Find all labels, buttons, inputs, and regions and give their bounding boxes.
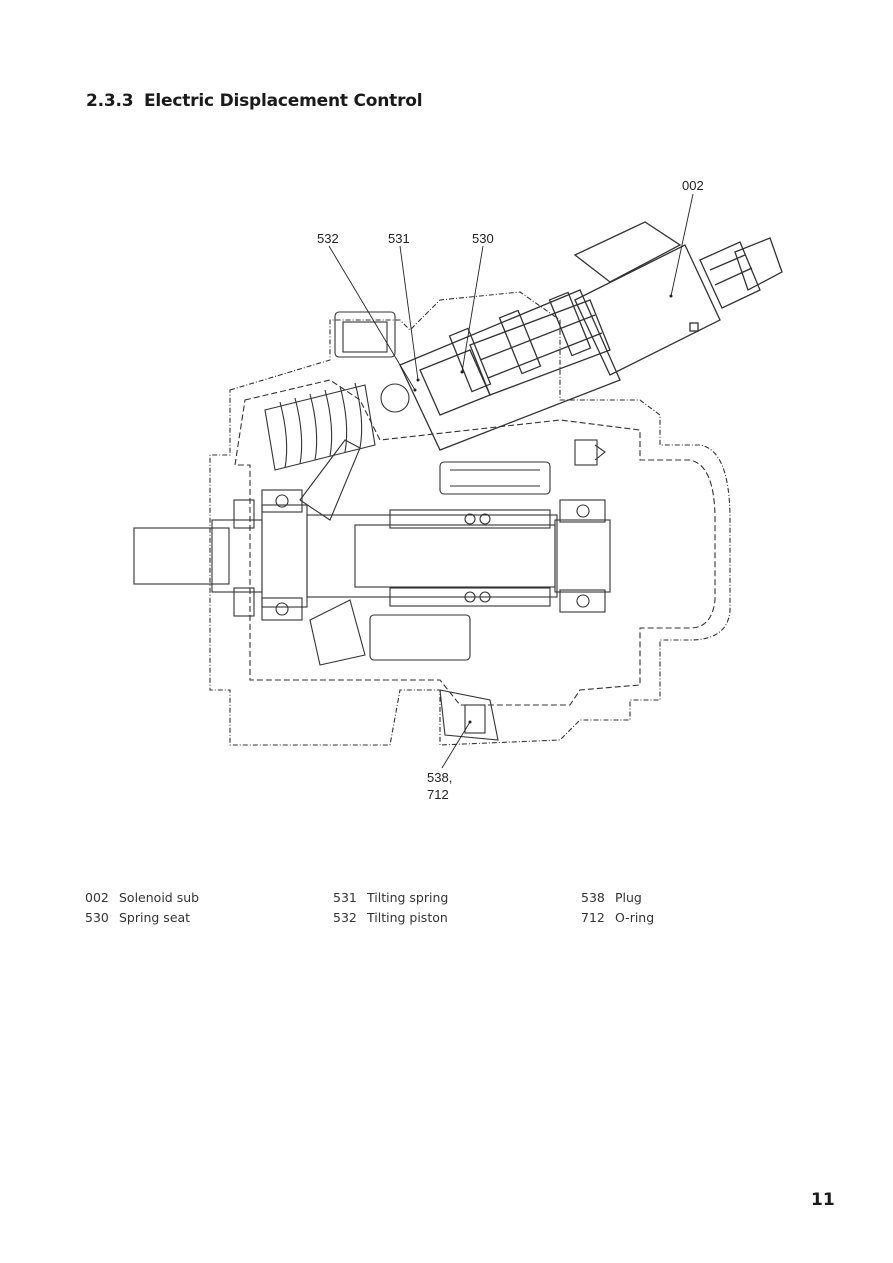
- section-title: Electric Displacement Control: [144, 91, 423, 111]
- solenoid-assembly: [573, 221, 783, 376]
- servo-spring: [264, 382, 376, 471]
- legend-label: Tilting piston: [367, 910, 448, 925]
- piston-lower: [369, 614, 471, 661]
- legend-code: 538: [581, 890, 605, 905]
- leader-lines: [328, 193, 694, 769]
- legend-label: Tilting spring: [367, 890, 449, 905]
- legend-code: 532: [333, 910, 357, 925]
- legend-item: 002 Solenoid sub: [85, 888, 199, 908]
- legend-item: 538 Plug: [581, 888, 654, 908]
- section-heading: 2.3.3 Electric Displacement Control: [86, 91, 423, 111]
- rear-bearing: [559, 499, 606, 613]
- pump-cross-section-diagram: [133, 193, 783, 769]
- housing-outline: [209, 291, 731, 746]
- section-number: 2.3.3: [86, 91, 134, 111]
- legend-column-1: 002 Solenoid sub 530 Spring seat: [85, 888, 199, 928]
- legend-code: 002: [85, 890, 109, 905]
- legend-label: Plug: [615, 890, 642, 905]
- callout-538: 538,: [427, 770, 453, 785]
- page-number: 11: [811, 1190, 835, 1210]
- legend-item: 712 O-ring: [581, 908, 654, 928]
- callout-531: 531: [388, 231, 410, 246]
- front-bearing: [233, 489, 303, 621]
- housing-inner: [234, 379, 716, 706]
- callout-712: 712: [427, 787, 449, 802]
- legend-label: O-ring: [615, 910, 655, 925]
- legend-column-2: 531 Tilting spring 532 Tilting piston: [333, 888, 448, 928]
- legend-column-3: 538 Plug 712 O-ring: [581, 888, 654, 928]
- legend-item: 530 Spring seat: [85, 908, 199, 928]
- legend-item: 531 Tilting spring: [333, 888, 448, 908]
- legend-code: 712: [581, 910, 605, 925]
- callout-530: 530: [472, 231, 494, 246]
- legend-code: 531: [333, 890, 357, 905]
- legend-code: 530: [85, 910, 109, 925]
- control-valve-body: [399, 289, 621, 451]
- legend-item: 532 Tilting piston: [333, 908, 448, 928]
- bottom-plug: [439, 689, 499, 741]
- piston-upper: [439, 461, 551, 495]
- swash-plate: [299, 439, 361, 521]
- top-plug: [334, 311, 396, 358]
- callout-532: 532: [317, 231, 339, 246]
- legend-label: Spring seat: [119, 910, 191, 925]
- legend-label: Solenoid sub: [119, 890, 200, 905]
- drive-shaft: [133, 527, 230, 585]
- callout-002: 002: [682, 178, 704, 193]
